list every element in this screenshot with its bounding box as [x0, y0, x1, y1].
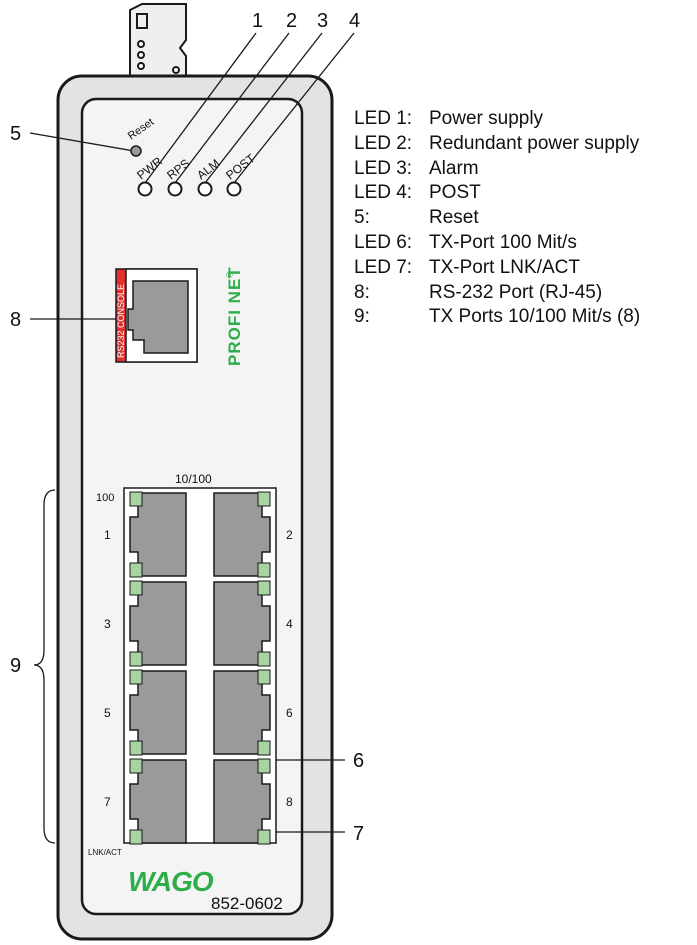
ethernet-port-1 [129, 491, 187, 578]
status-leds [137, 181, 242, 197]
ethernet-port-6 [213, 669, 271, 756]
port-number: 3 [104, 617, 111, 631]
port-led-speed [257, 669, 271, 685]
callout-numbers: 1 2 3 4 5 8 9 6 7 [10, 10, 364, 845]
led-pwr [137, 181, 153, 197]
port-number: 1 [104, 528, 111, 542]
port-led-speed [129, 669, 143, 685]
port-number: 2 [286, 528, 293, 542]
reset-button[interactable] [130, 145, 142, 157]
port-number: 5 [104, 706, 111, 720]
profinet-logo: ® PROFI NET [225, 266, 244, 366]
legend-value: Redundant power supply [429, 132, 640, 154]
callout-1: 1 [252, 10, 263, 32]
legend-value: TX-Port 100 Mit/s [429, 231, 577, 253]
legend-value: RS-232 Port (RJ-45) [429, 281, 603, 303]
port-led-link [129, 740, 143, 756]
port-block: 10/100 100 LNK/ACT 1 2 3 4 5 6 7 8 [88, 472, 293, 857]
legend-row: LED 6: TX-Port 100 Mit/s [354, 231, 640, 256]
port-led-speed [257, 491, 271, 507]
rs232-console-port: RS232 CONSOLE [115, 268, 198, 363]
port-numbers: 1 2 3 4 5 6 7 8 [104, 528, 293, 809]
port-number: 8 [286, 795, 293, 809]
legend-key: LED 4: [354, 182, 413, 204]
port-led-speed [257, 758, 271, 774]
legend-key: LED 3: [354, 157, 413, 179]
port-led-link [257, 740, 271, 756]
ethernet-port-5 [129, 669, 187, 756]
callout-2: 2 [286, 10, 297, 32]
callout-3: 3 [317, 10, 328, 32]
legend-value: TX-Port LNK/ACT [429, 256, 580, 278]
legend-row: 8: RS-232 Port (RJ-45) [354, 281, 640, 306]
port-number: 7 [104, 795, 111, 809]
port-led-link [129, 829, 143, 845]
legend-value: Reset [429, 207, 479, 229]
callout-9: 9 [10, 655, 21, 677]
legend-row: LED 3: Alarm [354, 157, 640, 182]
ethernet-port-3 [129, 580, 187, 667]
ethernet-port-4 [213, 580, 271, 667]
port-led-speed [129, 758, 143, 774]
ethernet-port-8 [213, 758, 271, 845]
legend-key: 5: [354, 207, 370, 229]
legend-value: POST [429, 182, 481, 204]
legend-key: 8: [354, 281, 370, 303]
port-led-speed [257, 580, 271, 596]
legend-row: 5: Reset [354, 206, 640, 231]
port-socket [129, 759, 187, 844]
legend-row: 9: TX Ports 10/100 Mit/s (8) [354, 305, 640, 330]
profinet-text: PROFI NET [225, 266, 244, 366]
wago-logo: WAGO [128, 866, 214, 897]
ports-brace [33, 489, 56, 844]
callout-6: 6 [353, 750, 364, 772]
callout-5: 5 [10, 123, 21, 145]
speed-label: 100 [96, 492, 114, 504]
ethernet-ports [129, 491, 271, 845]
port-led-link [129, 651, 143, 667]
model-number: 852-0602 [211, 894, 283, 913]
link-label: LNK/ACT [88, 848, 122, 857]
ethernet-port-2 [213, 491, 271, 578]
legend-value: Alarm [429, 157, 479, 179]
legend-key: LED 6: [354, 231, 413, 253]
port-led-link [257, 562, 271, 578]
legend-value: Power supply [429, 108, 544, 129]
port-socket [129, 581, 187, 666]
port-number: 4 [286, 617, 293, 631]
port-led-speed [129, 491, 143, 507]
legend-key: LED 7: [354, 256, 413, 278]
legend-row: LED 7: TX-Port LNK/ACT [354, 256, 640, 281]
led-rps [167, 181, 183, 197]
legend-key: LED 1: [354, 108, 413, 129]
ethernet-port-7 [129, 758, 187, 845]
port-socket [129, 670, 187, 755]
callout-8: 8 [10, 309, 21, 331]
console-label: RS232 CONSOLE [116, 284, 126, 358]
port-led-speed [129, 580, 143, 596]
legend-key: 9: [354, 306, 370, 328]
led-alm [197, 181, 213, 197]
din-rail-clip [129, 3, 187, 77]
callout-7: 7 [353, 823, 364, 845]
legend-key: LED 2: [354, 132, 413, 154]
port-led-link [257, 829, 271, 845]
callout-4: 4 [349, 10, 360, 32]
legend-row: LED 4: POST [354, 181, 640, 206]
legend-row: LED 1: Power supply [354, 107, 640, 132]
port-number: 6 [286, 706, 293, 720]
profinet-registered-mark: ® [226, 270, 233, 280]
port-socket [129, 492, 187, 577]
port-header: 10/100 [175, 472, 212, 486]
port-led-link [129, 562, 143, 578]
port-led-link [257, 651, 271, 667]
legend-row: LED 2: Redundant power supply [354, 132, 640, 157]
callout-lines [29, 32, 355, 833]
led-post [226, 181, 242, 197]
legend-value: TX Ports 10/100 Mit/s (8) [429, 306, 641, 328]
